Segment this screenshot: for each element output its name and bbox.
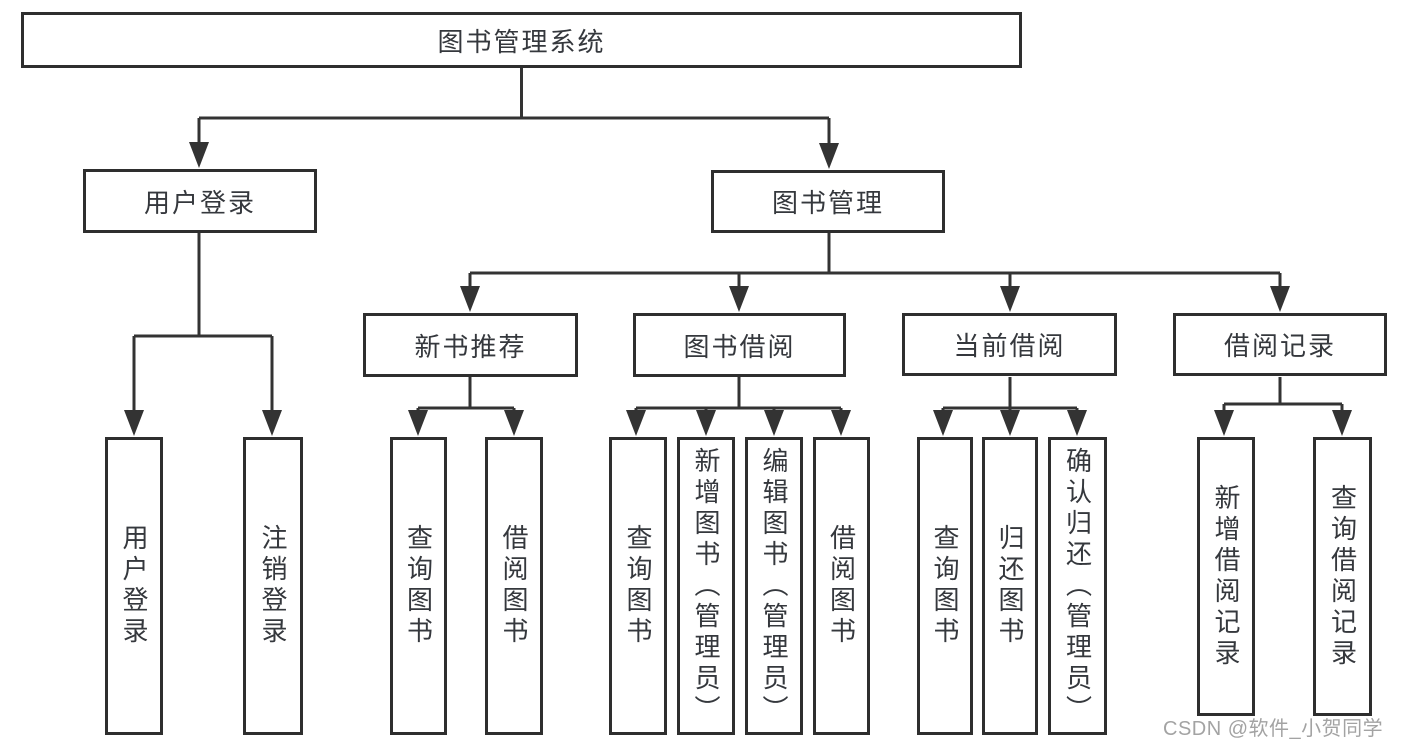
- node-book-borrow: 图书借阅: [633, 313, 846, 377]
- leaf-query-books-borrow: 查询图书: [609, 437, 667, 735]
- leaf-add-borrow-record: 新增借阅记录: [1197, 437, 1255, 716]
- node-new-book-recommend: 新书推荐: [363, 313, 578, 377]
- leaf-query-books-borrow-label: 查询图书: [623, 524, 653, 648]
- leaf-query-books-current-label: 查询图书: [930, 524, 960, 648]
- leaf-add-borrow-record-label: 新增借阅记录: [1211, 483, 1241, 670]
- arrowheads: [124, 142, 1352, 436]
- leaf-confirm-return-admin-label: 确认归还（管理员）: [1062, 446, 1093, 726]
- leaf-add-book-admin: 新增图书（管理员）: [677, 437, 735, 735]
- leaf-borrow-books: 借阅图书: [813, 437, 870, 735]
- leaf-query-books-recommend: 查询图书: [390, 437, 447, 735]
- leaf-query-borrow-record-label: 查询借阅记录: [1327, 483, 1358, 670]
- leaf-logout-login: 注销登录: [243, 437, 303, 735]
- leaf-user-login: 用户登录: [105, 437, 163, 735]
- leaf-return-book-label: 归还图书: [995, 524, 1025, 648]
- leaf-edit-book-admin: 编辑图书（管理员）: [745, 437, 803, 735]
- leaf-user-login-label: 用户登录: [119, 524, 149, 648]
- leaf-borrow-books-recommend-label: 借阅图书: [499, 524, 529, 648]
- node-book-management: 图书管理: [711, 170, 945, 233]
- leaf-logout-login-label: 注销登录: [258, 524, 288, 648]
- leaf-return-book: 归还图书: [982, 437, 1038, 735]
- node-user-login: 用户登录: [83, 169, 317, 233]
- leaf-confirm-return-admin: 确认归还（管理员）: [1048, 437, 1107, 735]
- leaf-borrow-books-recommend: 借阅图书: [485, 437, 543, 735]
- node-borrow-records: 借阅记录: [1173, 313, 1387, 376]
- csdn-watermark: CSDN @软件_小贺同学: [1163, 718, 1384, 740]
- leaf-borrow-books-label: 借阅图书: [826, 524, 857, 648]
- leaf-query-books-recommend-label: 查询图书: [403, 524, 434, 648]
- node-current-borrow: 当前借阅: [902, 313, 1117, 376]
- leaf-add-book-admin-label: 新增图书（管理员）: [691, 446, 721, 726]
- leaf-query-books-current: 查询图书: [917, 437, 973, 735]
- leaf-edit-book-admin-label: 编辑图书（管理员）: [759, 446, 789, 726]
- node-root: 图书管理系统: [21, 12, 1022, 68]
- leaf-query-borrow-record: 查询借阅记录: [1313, 437, 1372, 716]
